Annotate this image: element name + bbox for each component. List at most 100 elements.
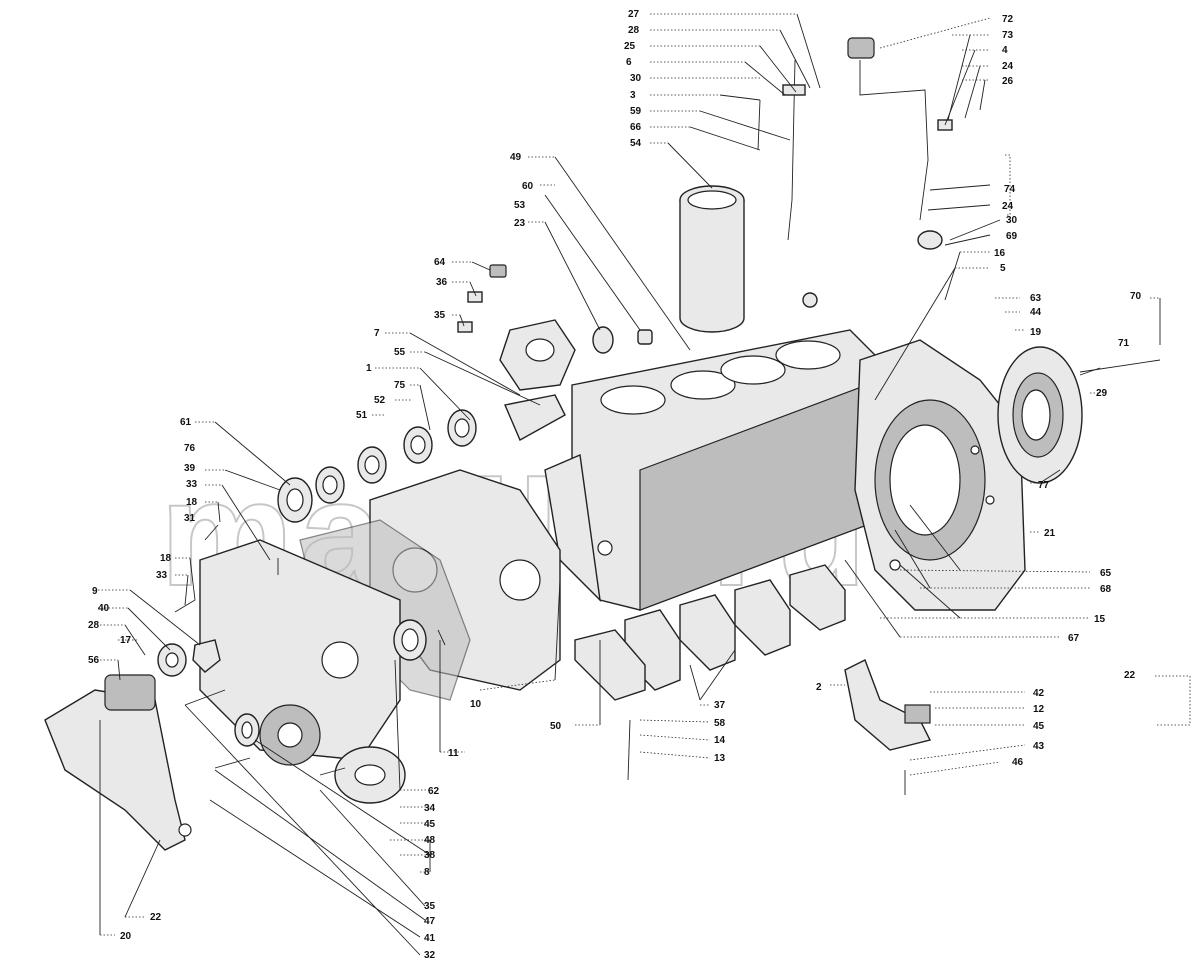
callout-number: 69 [1006,231,1018,242]
dipstick-tube [757,59,806,241]
callout-number: 48 [424,835,436,846]
callout-number: 37 [714,700,726,711]
callout-number: 3 [630,90,636,101]
callout-number: 15 [1094,614,1106,625]
callout-number: 73 [1002,30,1014,41]
callout-number: 6 [626,57,632,68]
callout-number: 58 [714,718,726,729]
callout-number: 45 [1033,721,1045,732]
callout-number: 75 [394,380,406,391]
callout-number: 43 [1033,741,1045,752]
callout-number: 74 [1004,184,1016,195]
callout-number: 39 [184,463,196,474]
callout-number: 68 [1100,584,1112,595]
leader-lines [98,13,1191,956]
timing-gear-housing [199,539,401,766]
callout-number: 16 [994,248,1006,259]
callout-number: 27 [628,9,640,20]
callout-number: 24 [1002,201,1014,212]
seals-and-gaskets [157,619,427,747]
callout-number: 28 [628,25,640,36]
callout-number: 18 [160,553,172,564]
main-bearing-caps [574,564,846,701]
callout-number: 28 [88,620,100,631]
callout-number: 65 [1100,568,1112,579]
rear-oil-seal-flange [997,346,1083,484]
callout-number: 12 [1033,704,1045,715]
rear-housing-plate [854,339,1026,611]
callout-number: 21 [1044,528,1056,539]
callout-number: 46 [1012,757,1024,768]
cylinder-block [544,329,881,611]
callout-number: 62 [428,786,440,797]
callout-labels: 2728256303596654496053236436357551755251… [88,9,1142,961]
callout-number: 76 [184,443,196,454]
callout-number: 30 [630,73,642,84]
callout-number: 33 [186,479,198,490]
callout-number: 20 [120,931,132,942]
callout-number: 32 [424,950,436,961]
callout-number: 53 [514,200,526,211]
callout-number: 25 [624,41,636,52]
side-cover [334,746,406,804]
callout-number: 59 [630,106,642,117]
engine-mount-bracket [44,674,192,851]
callout-number: 1 [366,363,372,374]
callout-number: 54 [630,138,642,149]
callout-number: 18 [186,497,198,508]
callout-number: 7 [374,328,380,339]
callout-number: 10 [470,699,482,710]
callout-number: 66 [630,122,642,133]
callout-number: 35 [434,310,446,321]
small-fittings [457,264,818,354]
callout-number: 22 [150,912,162,923]
callout-number: 60 [522,181,534,192]
callout-number: 8 [424,867,430,878]
callout-number: 26 [1002,76,1014,87]
callout-number: 49 [510,152,522,163]
callout-number: 50 [550,721,562,732]
callout-number: 63 [1030,293,1042,304]
callout-number: 51 [356,410,368,421]
callout-number: 61 [180,417,192,428]
cylinder-liner [679,185,745,333]
callout-number: 71 [1118,338,1130,349]
callout-number: 11 [448,748,459,759]
callout-number: 35 [424,901,436,912]
callout-number: 42 [1033,688,1045,699]
callout-number: 23 [514,218,526,229]
callout-number: 44 [1030,307,1042,318]
callout-number: 67 [1068,633,1080,644]
callout-number: 14 [714,735,726,746]
callout-number: 72 [1002,14,1014,25]
callout-number: 29 [1096,388,1108,399]
callout-number: 22 [1124,670,1136,681]
oil-filler-pipe [847,37,953,250]
bolts [174,367,1101,795]
callout-number: 38 [424,850,436,861]
callout-number: 5 [1000,263,1006,274]
callout-number: 47 [424,916,436,927]
callout-number: 56 [88,655,100,666]
callout-number: 31 [184,513,196,524]
callout-number: 64 [434,257,446,268]
callout-number: 55 [394,347,406,358]
callout-number: 33 [156,570,168,581]
callout-number: 9 [92,586,98,597]
callout-number: 36 [436,277,448,288]
callout-number: 45 [424,819,436,830]
callout-number: 77 [1038,480,1050,491]
callout-number: 19 [1030,327,1042,338]
callout-number: 41 [424,933,436,944]
callout-number: 52 [374,395,386,406]
callout-number: 40 [98,603,110,614]
callout-number: 34 [424,803,436,814]
callout-number: 4 [1002,45,1008,56]
callout-number: 13 [714,753,726,764]
callout-number: 30 [1006,215,1018,226]
callout-number: 24 [1002,61,1014,72]
connecting-rod-cap [844,659,932,751]
callout-number: 2 [816,682,822,693]
water-outlet-fitting [499,319,576,441]
